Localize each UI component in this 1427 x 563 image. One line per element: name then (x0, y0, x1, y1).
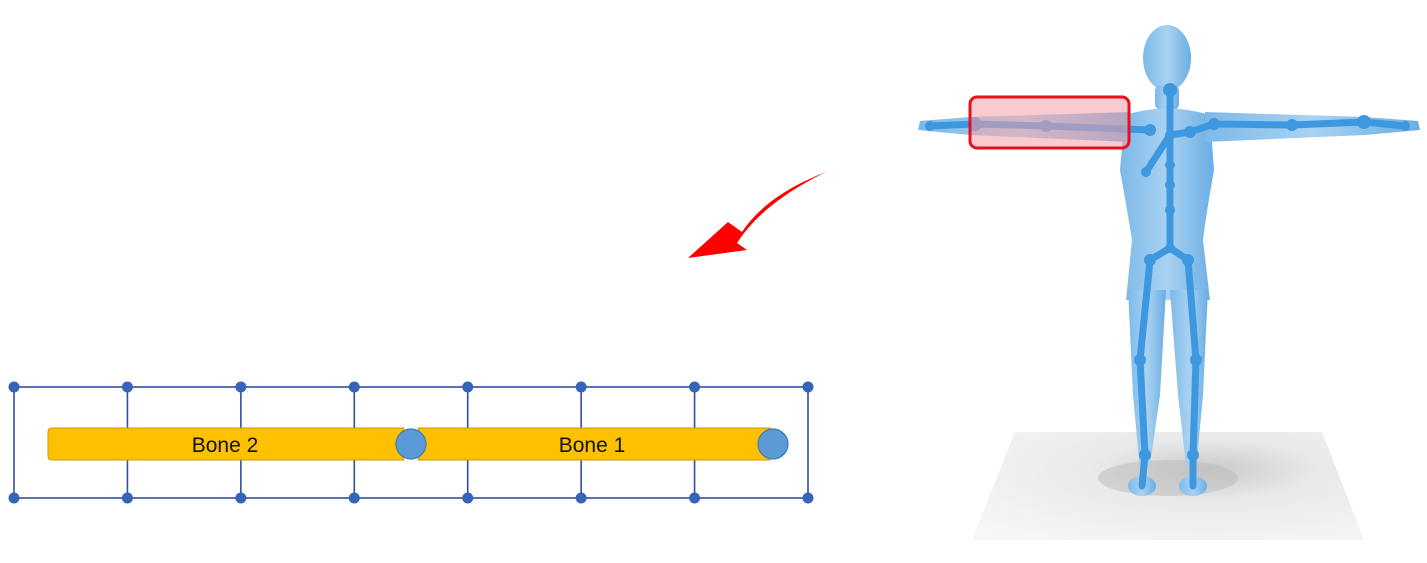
lattice-control-point[interactable] (8, 381, 20, 393)
lattice-control-point[interactable] (462, 381, 474, 393)
lattice-control-point[interactable] (575, 381, 587, 393)
lattice-control-point[interactable] (575, 492, 587, 504)
joint-bone-1-end (757, 428, 789, 460)
lattice-control-point[interactable] (348, 381, 360, 393)
joint-between-bones (395, 428, 427, 460)
lattice-control-point[interactable] (348, 492, 360, 504)
lattice-control-point[interactable] (689, 492, 701, 504)
lattice-control-point[interactable] (8, 492, 20, 504)
bone-2-label: Bone 2 (192, 434, 259, 457)
lattice-control-point[interactable] (689, 381, 701, 393)
bone-2: Bone 2 (47, 427, 405, 461)
lattice-lines (126, 387, 696, 498)
bone-1: Bone 1 (417, 427, 771, 461)
human-figure (918, 25, 1420, 540)
lattice-control-point[interactable] (802, 381, 814, 393)
figure-shadow (1098, 460, 1238, 496)
bone-1-label: Bone 1 (559, 434, 626, 457)
lattice-control-points (8, 381, 814, 504)
lattice-control-point[interactable] (462, 492, 474, 504)
deformation-lattice (13, 386, 809, 499)
highlighted-arm-region (968, 95, 1131, 150)
lattice-control-point[interactable] (235, 492, 247, 504)
lattice-control-point[interactable] (121, 492, 133, 504)
lattice-control-point[interactable] (802, 492, 814, 504)
lattice-outline (13, 386, 809, 499)
lattice-control-point[interactable] (121, 381, 133, 393)
lattice-control-point[interactable] (235, 381, 247, 393)
curved-arrow-icon (688, 172, 826, 258)
